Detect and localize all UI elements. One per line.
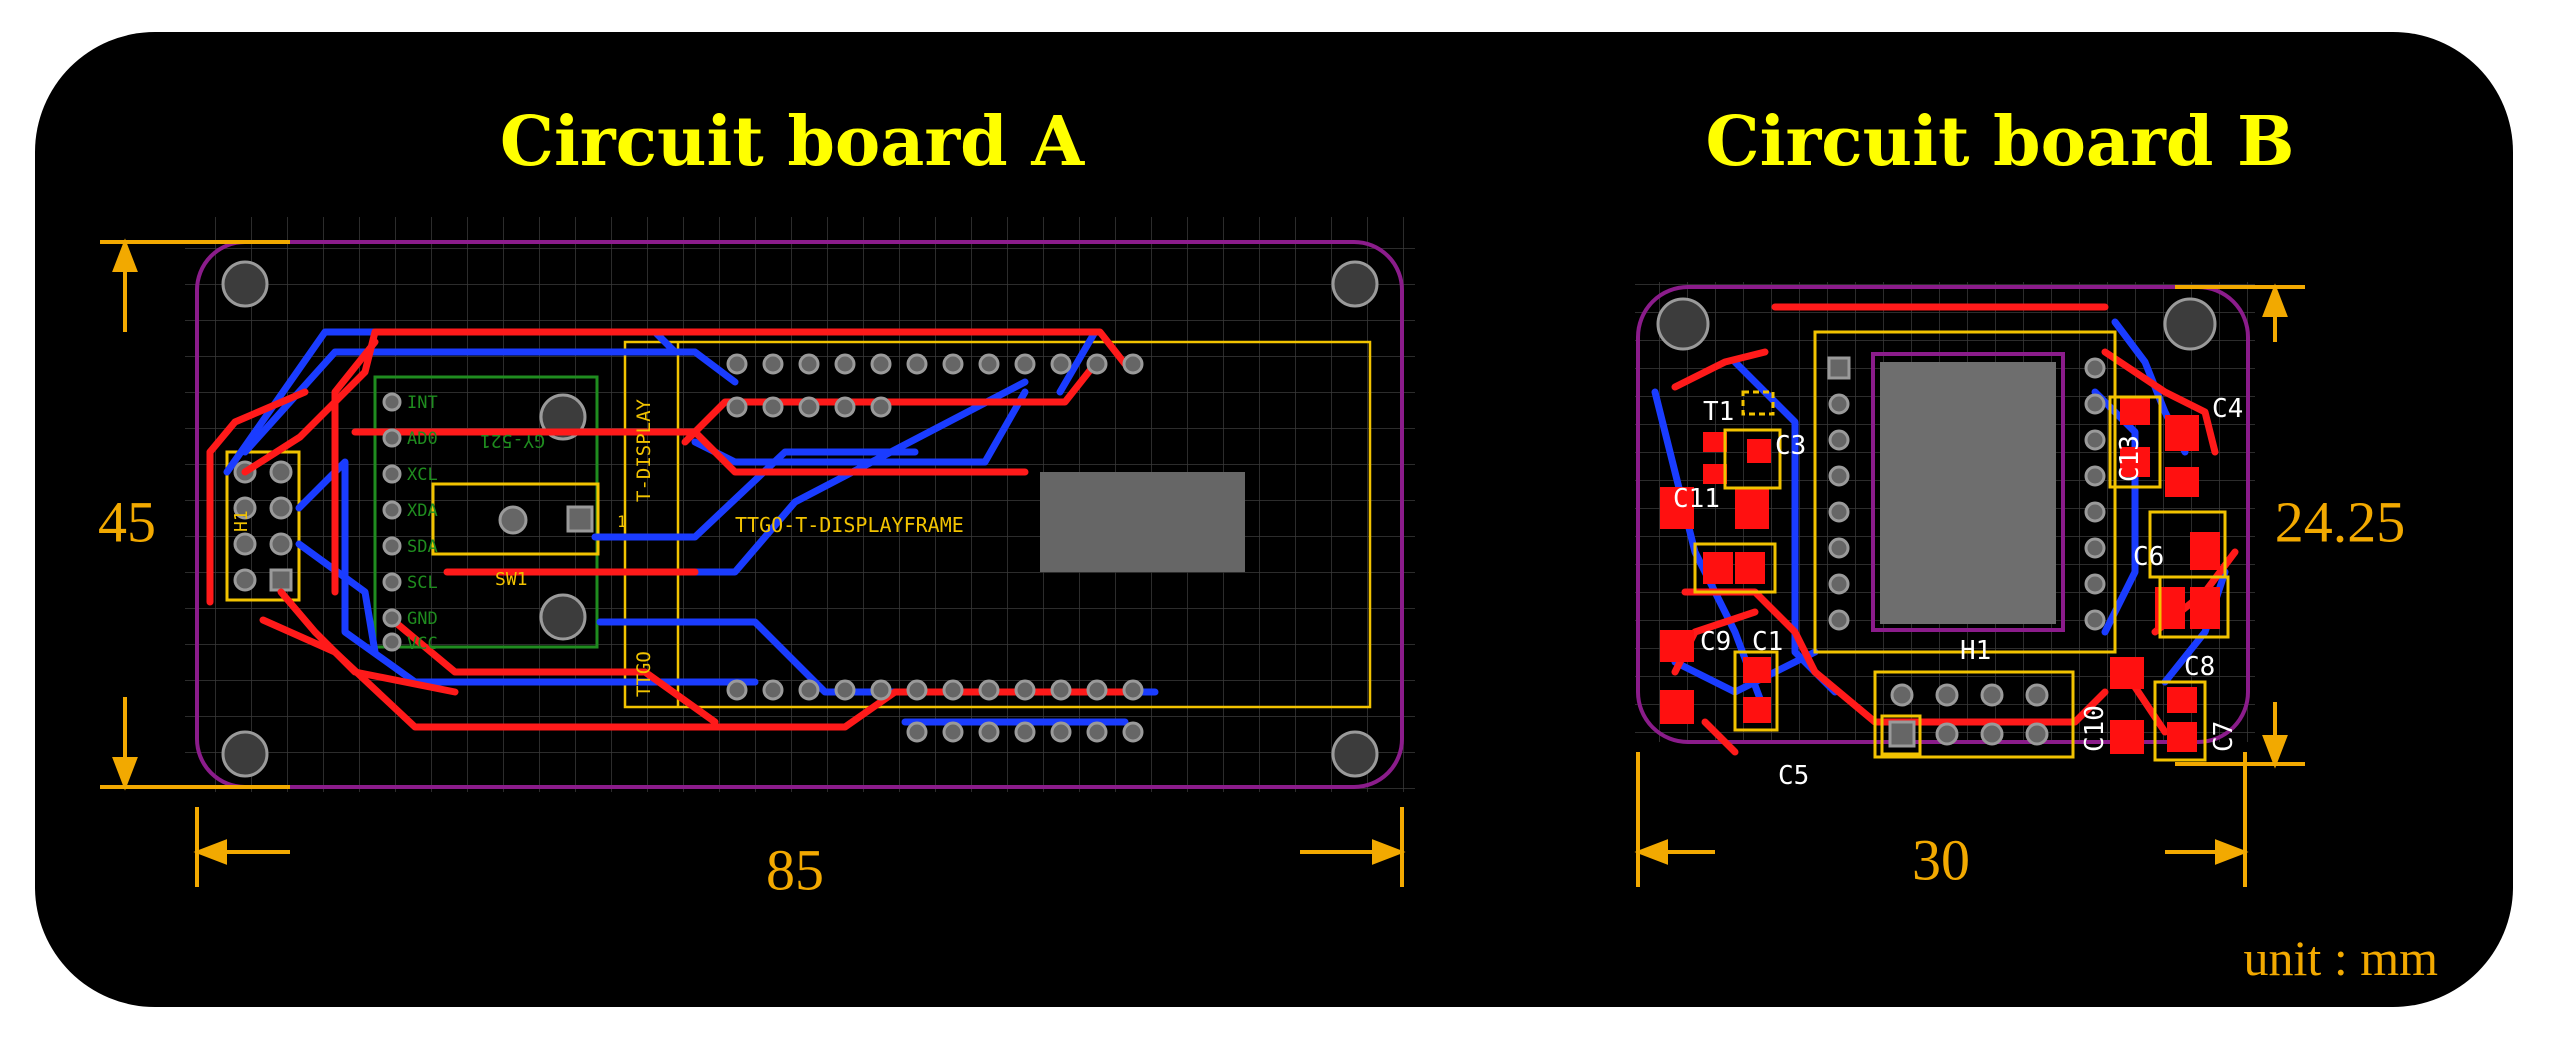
board-a-outline: [195, 240, 1404, 789]
pcb-diagram: H1 SW1 TTGO-T-DISPLAYFRAME T-DISPLAY TTG…: [100, 217, 2305, 887]
label-c9: C9: [1700, 627, 1731, 657]
module-pin-label: XCL: [407, 465, 438, 485]
module-pin-label: INT: [407, 393, 438, 413]
gy521-pads: [382, 392, 402, 652]
label-c1: C1: [1752, 627, 1783, 657]
label-t1: T1: [1703, 397, 1734, 427]
board-b-mounting-holes: [1656, 297, 2217, 351]
board-b-chip-body: [1880, 362, 2056, 624]
board-b-component-labels: T1 C3 C4 C11 C6 C9 C1 C8 H1 C5 C13 C10 C…: [1673, 394, 2243, 791]
label-c5: C5: [1778, 761, 1809, 791]
module-pin-label: VCC: [407, 634, 438, 654]
h1-header-outline: [225, 450, 301, 602]
module-pin-label: SDA: [407, 537, 438, 557]
sw1-outline: [431, 482, 600, 556]
board-b-smd-pads: [1660, 397, 2220, 754]
t-display-outline: [623, 340, 1372, 709]
board-a-width-label: 85: [766, 837, 824, 903]
t-display-pads-top: [726, 353, 1144, 418]
circuit-board-a: H1 SW1 TTGO-T-DISPLAYFRAME T-DISPLAY TTG…: [100, 217, 1415, 887]
board-b-smd-outlines: [1693, 395, 2230, 762]
board-a-pin1-label: 1: [617, 512, 627, 531]
board-a-ttgo-label: TTGO: [633, 651, 655, 697]
t-display-pads-bottom: [726, 679, 1144, 743]
board-a-module-label: GY-521: [480, 430, 545, 451]
board-b-t1-outline: [1741, 390, 1775, 416]
label-c6: C6: [2133, 542, 2164, 572]
board-b-width-label: 30: [1912, 827, 1970, 893]
display-body: [1040, 472, 1245, 572]
label-c8: C8: [2184, 652, 2215, 682]
board-a-sw1-label: SW1: [495, 569, 528, 590]
module-pin-label: AD0: [407, 429, 438, 449]
label-c13: C13: [2115, 435, 2145, 482]
label-c4: C4: [2212, 394, 2243, 424]
board-a-module-pin-labels: INT AD0 XCL XDA SDA SCL GND VCC: [407, 393, 438, 654]
board-a-frame-label: TTGO-T-DISPLAYFRAME: [735, 513, 964, 537]
module-pin-label: SCL: [407, 573, 438, 593]
label-c10: C10: [2080, 705, 2110, 752]
board-a-mounting-holes: [221, 260, 1379, 778]
board-b-dimension-lines: [1634, 283, 2305, 887]
label-c7: C7: [2209, 721, 2239, 752]
label-c11: C11: [1673, 484, 1720, 514]
unit-label: unit : mm: [2243, 930, 2438, 986]
board-a-dimension-lines: [100, 238, 1406, 887]
board-a-height-label: 45: [98, 489, 156, 555]
board-a-tdisplay-label: T-DISPLAY: [633, 398, 655, 502]
label-board-b-h1: H1: [1960, 636, 1991, 666]
board-b-module-pads: [1827, 356, 2106, 631]
module-pin-label: GND: [407, 609, 438, 629]
board-a-h1-label: H1: [231, 510, 252, 532]
board-b-h1-outline: [1873, 670, 2075, 759]
label-c3: C3: [1775, 431, 1806, 461]
board-a-top-traces: [206, 328, 1129, 731]
circuit-board-b: T1 C3 C4 C11 C6 C9 C1 C8 H1 C5 C13 C10 C…: [1634, 282, 2305, 887]
board-a-title: Circuit board A: [499, 102, 1085, 182]
board-b-module-outline: [1813, 330, 2117, 654]
board-b-height-label: 24.25: [2274, 489, 2406, 555]
board-b-title: Circuit board B: [1705, 102, 2295, 182]
figure-panel: H1 SW1 TTGO-T-DISPLAYFRAME T-DISPLAY TTG…: [35, 32, 2513, 1007]
module-pin-label: XDA: [407, 501, 438, 521]
